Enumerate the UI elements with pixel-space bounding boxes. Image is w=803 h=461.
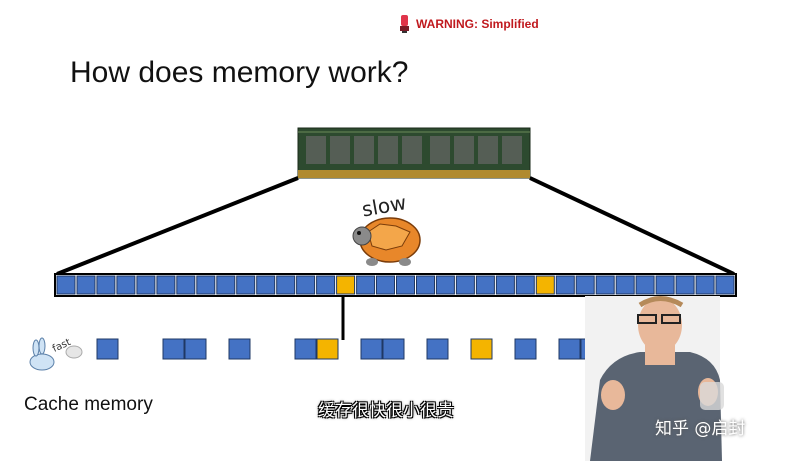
memory-cell [216, 275, 236, 295]
slow-label: slow [360, 190, 408, 221]
memory-cell [715, 275, 735, 295]
memory-cell [276, 275, 296, 295]
memory-cell [535, 275, 555, 295]
memory-cell [236, 275, 256, 295]
cache-cell [316, 338, 339, 360]
memory-cell [575, 275, 595, 295]
memory-cell [116, 275, 136, 295]
cache-cell [96, 338, 119, 360]
video-subtitle: 缓存很快很小很贵 [318, 401, 454, 421]
memory-row [56, 275, 735, 295]
cache-cell [558, 338, 581, 360]
memory-cell [156, 275, 176, 295]
memory-cell [196, 275, 216, 295]
memory-cell [595, 275, 615, 295]
memory-cell [416, 275, 435, 295]
cache-cell [514, 338, 537, 360]
memory-cell [176, 275, 196, 295]
memory-cell [635, 275, 655, 295]
cache-cell [184, 338, 207, 360]
ram-stick-icon [297, 127, 531, 179]
slide-title: How does memory work? [70, 56, 409, 89]
memory-cell [495, 275, 515, 295]
memory-cell [336, 275, 356, 295]
cache-cell [360, 338, 383, 360]
warning-banner: WARNING: Simplified [398, 14, 539, 34]
warning-bulb-icon [400, 15, 409, 33]
memory-cell [136, 275, 156, 295]
rabbit-icon [29, 337, 83, 371]
cache-cell [382, 338, 405, 360]
warning-text: WARNING: Simplified [416, 17, 539, 31]
cache-cell [470, 338, 493, 360]
memory-cell [316, 275, 336, 295]
turtle-icon [352, 217, 421, 266]
memory-cell [256, 275, 276, 295]
cache-cell [294, 338, 317, 360]
memory-cell [356, 275, 376, 295]
memory-cell [296, 275, 316, 295]
memory-cell [376, 275, 395, 295]
memory-cell [455, 275, 475, 295]
cache-row [96, 338, 669, 360]
cache-cell [228, 338, 251, 360]
cache-cell [426, 338, 449, 360]
memory-cell [76, 275, 96, 295]
memory-cell [96, 275, 116, 295]
memory-cell [655, 275, 675, 295]
memory-cell [56, 275, 76, 295]
memory-cell [475, 275, 495, 295]
cache-memory-label: Cache memory [24, 394, 153, 415]
presenter-video [585, 296, 724, 461]
memory-cell [515, 275, 535, 295]
cache-cell [162, 338, 185, 360]
memory-cell [695, 275, 715, 295]
watermark: 知乎 @启封 [655, 419, 746, 439]
memory-cell [615, 275, 635, 295]
memory-cell [555, 275, 575, 295]
zoom-line-left [56, 176, 299, 276]
memory-cell [675, 275, 695, 295]
memory-cell [435, 275, 455, 295]
memory-cell [396, 275, 415, 295]
zoom-line-right [529, 176, 735, 276]
